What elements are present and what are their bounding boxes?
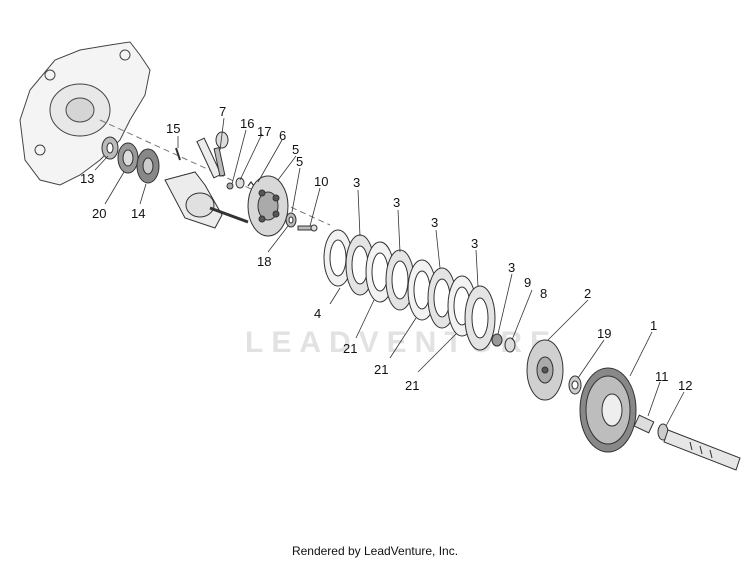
callout-13: 13 (80, 171, 94, 186)
callout-10: 10 (314, 174, 328, 189)
callout-18: 18 (257, 254, 271, 269)
ring-17 (235, 177, 245, 189)
callout-3e: 3 (508, 260, 515, 275)
callout-15: 15 (166, 121, 180, 136)
callout-14: 14 (131, 206, 145, 221)
callout-17: 17 (257, 124, 271, 139)
clutch-hub-2 (526, 339, 564, 401)
bearing-13 (101, 136, 119, 160)
callout-2: 2 (584, 286, 591, 301)
callout-4: 4 (314, 306, 321, 321)
callout-1: 1 (650, 318, 657, 333)
pressure-plate-5 (247, 175, 289, 237)
callout-21c: 21 (405, 378, 419, 393)
leader-lines (94, 117, 685, 427)
thrust-washer-19 (568, 375, 582, 395)
crankshaft (164, 131, 249, 229)
pin-15 (175, 147, 181, 161)
callout-3a: 3 (353, 175, 360, 190)
callout-5b: 5 (296, 154, 303, 169)
callout-21a: 21 (343, 341, 357, 356)
callout-20: 20 (92, 206, 106, 221)
washer-16 (226, 182, 234, 190)
bolt-7 (213, 147, 226, 177)
callout-8: 8 (540, 286, 547, 301)
callout-3c: 3 (431, 215, 438, 230)
bolt-10 (297, 224, 318, 232)
clutch-basket-1 (579, 367, 637, 453)
gear-20 (117, 142, 139, 174)
callout-3b: 3 (393, 195, 400, 210)
callout-7: 7 (219, 104, 226, 119)
footer-credit: Rendered by LeadVenture, Inc. (291, 544, 459, 558)
bush-11 (633, 414, 655, 434)
callout-19: 19 (597, 326, 611, 341)
callout-12: 12 (678, 378, 692, 393)
callout-21b: 21 (374, 362, 388, 377)
callout-9: 9 (524, 275, 531, 290)
callout-11: 11 (655, 369, 669, 384)
main-shaft (663, 429, 741, 471)
callout-3d: 3 (471, 236, 478, 251)
clutch-plate-stack (323, 229, 496, 351)
callout-16: 16 (240, 116, 254, 131)
callout-5a: 5 (292, 142, 299, 157)
gear-14 (136, 148, 160, 184)
washer-8 (504, 337, 516, 353)
nut-9 (491, 333, 503, 347)
callout-labels: 1 2 3 3 3 3 3 4 5 5 6 7 8 9 10 11 12 13 … (80, 104, 692, 393)
assembly-axis-line (99, 119, 331, 226)
callout-6: 6 (279, 128, 286, 143)
washer-18 (285, 212, 297, 228)
